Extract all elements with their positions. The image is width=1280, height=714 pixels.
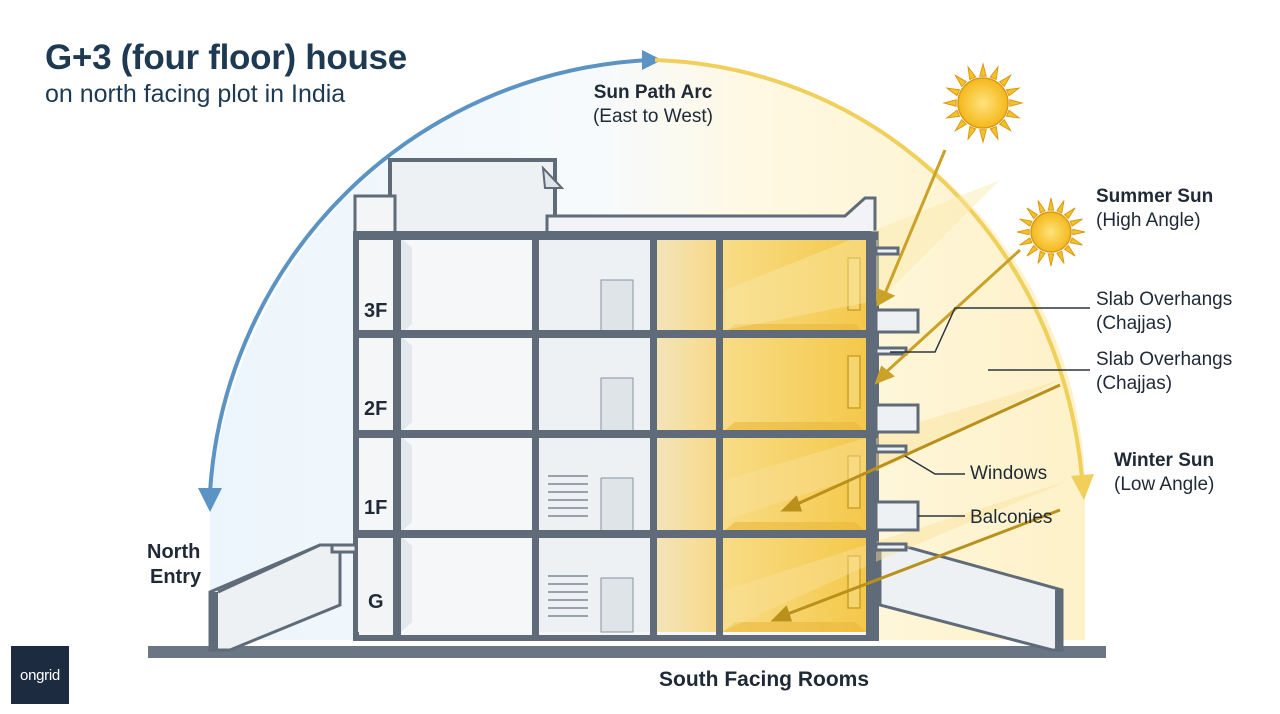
summer-sun-label: Summer Sun [1096,186,1214,207]
sun-ray [1072,228,1086,236]
arc-arrowhead-left [198,488,222,512]
room-floor-shade [723,422,866,432]
sun-path-arc-east [208,58,651,493]
door [600,279,634,335]
floor-label-1f: 1F [364,497,388,519]
sun-disc [957,77,1009,129]
sun-path-label: Sun Path Arc [593,82,713,103]
sun-ray [967,65,977,81]
south-rooms-label: South Facing Rooms [659,668,869,691]
sun-ray [1005,109,1021,119]
sun-ray [954,74,968,88]
page-subtitle: on north facing plot in India [45,80,346,108]
floor-label-2f: 2F [364,398,388,420]
mid-room-sunlit [657,238,716,334]
north-room [401,336,532,432]
sun-ray [945,109,961,119]
leader-lines [890,307,1090,517]
sun-path-sublabel: (East to West) [592,106,713,127]
south-room-sunlit [723,238,866,334]
sun-ray [1063,207,1076,220]
sun-ray [979,129,987,144]
door [600,577,634,633]
arc-arrowhead-right [1071,474,1094,500]
floor-label-3f: 3F [364,300,388,322]
winter-sun-label: Winter Sun [1114,450,1215,471]
floor-rooms [358,238,866,633]
sun-ray [1056,200,1065,214]
winter-sun-icon [1016,197,1086,267]
winter-sun-sublabel: (Low Angle) [1114,474,1215,495]
summer-sun-sublabel: (High Angle) [1096,210,1201,231]
sun-ray [1069,237,1083,246]
sun-ray [989,125,999,141]
sun-ray [1009,99,1024,107]
mid-room-sunlit [657,536,716,632]
slab-overhang-label-2: Slab Overhangs [1096,349,1233,370]
sun-ray [1037,200,1046,214]
sun-ray [1037,250,1046,264]
page-title: G+3 (four floor) house [45,38,407,77]
sun-ray [1047,253,1055,267]
north-entry-line2: Entry [150,566,202,588]
sun-ray [945,87,961,97]
room-floor-shade [723,522,866,532]
ground-small-room [358,536,393,632]
chajjas-balconies [330,246,920,554]
sun-ray [1019,237,1033,246]
window [847,257,861,311]
balconies-label: Balconies [970,507,1053,528]
sun-ray [1063,244,1076,257]
sun-ray [989,65,999,81]
interior-walls [393,236,876,636]
sun-disc [1030,211,1072,253]
windows-label: Windows [970,463,1048,484]
sun-ray [954,118,968,132]
mid-room-sunlit [657,436,716,532]
sun-ray [998,74,1012,88]
sun-ray [1026,244,1039,257]
window [847,555,861,609]
sun-ray [979,62,987,77]
arc-arrowhead-top [642,50,662,70]
room-wall-shade [401,238,412,334]
north-room [401,536,532,632]
floor-slabs [356,232,878,538]
north-entry-line1: North [147,541,201,563]
sun-ray [942,99,957,107]
floor-label-g: G [368,591,384,613]
slab-overhang-label-1: Slab Overhangs [1096,289,1233,310]
sun-ray [998,118,1012,132]
north-room [401,436,532,532]
sun-ray [967,125,977,141]
south-room-sunlit [723,336,866,432]
sun-ray [1005,87,1021,97]
room-wall-shade [401,336,412,432]
south-room-sunlit [723,536,866,632]
room-wall-shade [401,436,412,532]
sun-ray [1026,207,1039,220]
sun-ray [1019,218,1033,227]
summer-sun-icon [942,62,1024,144]
door [600,377,634,433]
sun-ray [1016,228,1030,236]
window [847,355,861,409]
ongrid-logo: ongrid [11,646,69,704]
sun-ray [1047,197,1055,211]
sun-ray [1056,250,1065,264]
summer-sun-rays [874,149,1022,385]
mid-room-sunlit [657,336,716,432]
north-boundary-wall [208,543,342,652]
ground-line [148,646,1106,658]
door [600,477,634,533]
sun-ray [1069,218,1083,227]
slab-overhang-sublabel-1: (Chajjas) [1096,313,1173,334]
winter-sun-rays [770,383,1061,622]
room-floor-shade [723,622,866,632]
slab-overhang-sublabel-2: (Chajjas) [1096,373,1173,394]
sun-path-arc-west [654,58,1084,479]
room-wall-shade [401,536,412,632]
north-room [401,238,532,334]
